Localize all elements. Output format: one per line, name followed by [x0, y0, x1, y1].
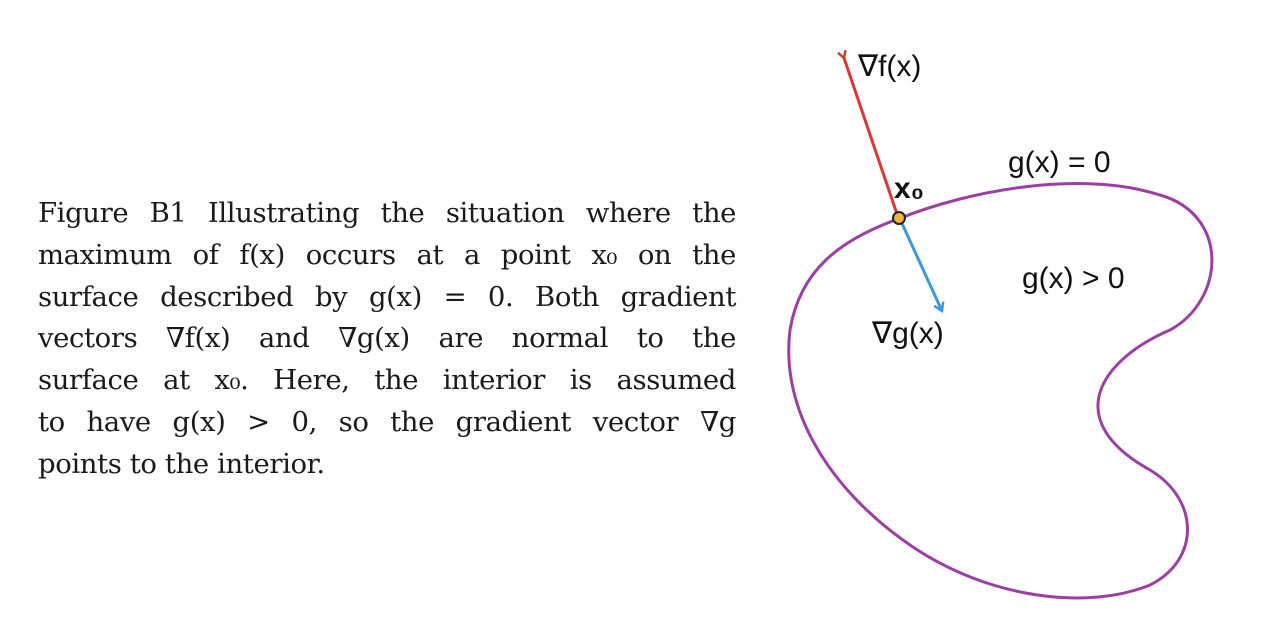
caption-line: to have g(x) > 0, so the gradient vector…: [38, 405, 736, 438]
gradient-diagram: ∇f(x) x₀ g(x) = 0 g(x) > 0 ∇g(x): [787, 0, 1214, 600]
grad-g-arrow: [898, 218, 942, 311]
caption-line: points to the interior.: [38, 447, 325, 480]
figure-caption: Figure B1 Illustrating the situation whe…: [38, 193, 736, 486]
point-label: x₀: [894, 172, 924, 205]
caption-line: vectors ∇f(x) and ∇g(x) are normal to th…: [38, 322, 736, 355]
interior-label: g(x) > 0: [1022, 262, 1125, 295]
grad-f-label: ∇f(x): [857, 50, 921, 83]
surface-label: g(x) = 0: [1008, 146, 1111, 179]
caption-line: surface described by g(x) = 0. Both grad…: [38, 280, 736, 313]
caption-line: Figure B1 Illustrating the situation whe…: [38, 197, 736, 229]
gradient-figure: ∇f(x) x₀ g(x) = 0 g(x) > 0 ∇g(x): [760, 0, 1264, 643]
grad-g-label: ∇g(x): [871, 317, 944, 350]
caption-line: maximum of f(x) occurs at a point x₀ on …: [38, 238, 736, 271]
caption-line: surface at x₀. Here, the interior is ass…: [38, 364, 736, 397]
point-x0: [892, 211, 906, 225]
grad-f-arrow: [844, 58, 900, 218]
constraint-curve: [787, 182, 1214, 600]
